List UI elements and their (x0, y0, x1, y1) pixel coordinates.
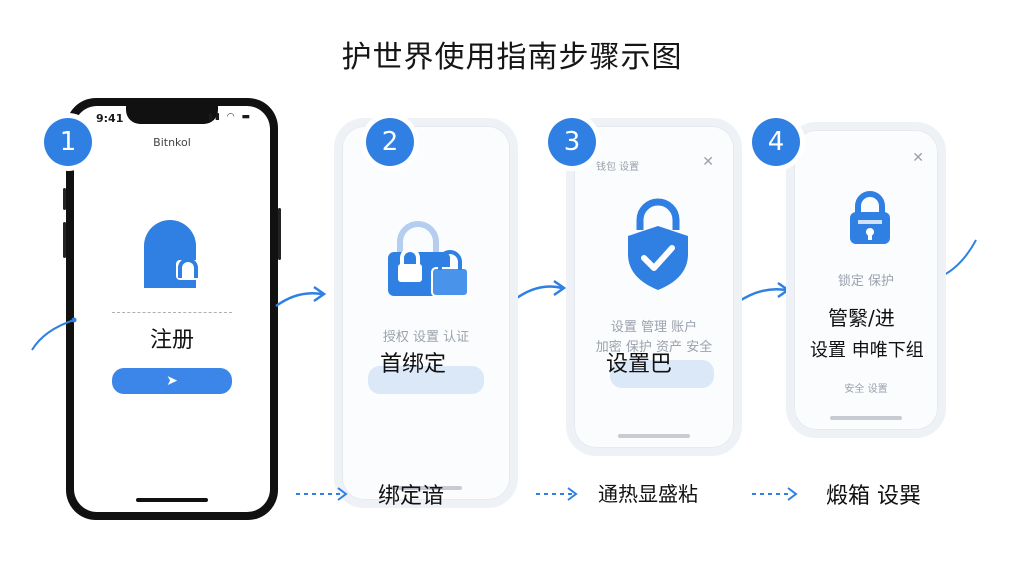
step-4-badge: 4 (752, 118, 800, 166)
curve-arrow-decoration (31, 317, 77, 351)
step-2-faded-text: 授权 设置 认证 (382, 330, 470, 345)
step-3-caption: 通热显盛粘 (598, 482, 698, 506)
phone-step-2: 授权 设置 认证 (334, 118, 518, 508)
step-1-label: 注册 (149, 328, 194, 353)
screen-title: Bitnkol (153, 136, 191, 149)
phone-screen: 钱包 设置 ✕ 设置 管理 账户 加密 保护 资产 安全 (574, 126, 734, 448)
step-4-footer-text: 安全 设置 (844, 384, 888, 395)
power-button (278, 208, 281, 260)
volume-button (63, 188, 66, 210)
page-title: 护世界使用指南步骤示图 (341, 40, 683, 75)
dashed-arrow (752, 487, 798, 501)
home-indicator (136, 498, 208, 502)
status-time: 9:41 (96, 112, 124, 125)
register-button[interactable]: ➤ (112, 368, 232, 394)
bind-button[interactable] (368, 366, 484, 394)
dashed-arrow (536, 487, 578, 501)
curve-arrow-decoration (941, 239, 977, 277)
step-3-label: 设置巴 (606, 352, 673, 377)
screen-title: 钱包 设置 (596, 162, 640, 173)
phone-screen: 授权 设置 认证 (342, 126, 510, 500)
phone-step-3: 钱包 设置 ✕ 设置 管理 账户 加密 保护 资产 安全 (566, 118, 742, 456)
step-2-caption: 绑定谙 (378, 484, 445, 509)
step-3-faded-text-1: 设置 管理 账户 (610, 320, 698, 335)
lock-person-icon (144, 220, 200, 288)
status-icons: ▮▮ ◠ ▬ (208, 112, 252, 122)
volume-button (63, 222, 66, 258)
step-3-faded-text-2: 加密 保护 资产 安全 (595, 340, 713, 355)
divider (112, 312, 232, 313)
shield-check-icon (628, 198, 688, 290)
step-1-badge: 1 (44, 118, 92, 166)
phone-notch (126, 106, 218, 124)
step-3-badge: 3 (548, 118, 596, 166)
arrow-step-1-to-2 (275, 285, 327, 308)
setup-button[interactable] (610, 360, 714, 388)
step-4-label-1: 管繄/进 (828, 306, 895, 330)
phone-step-4: ✕ 锁定 保护 安全 设置 (786, 122, 946, 438)
step-2-badge: 2 (366, 118, 414, 166)
arrow-step-2-to-3 (513, 279, 567, 302)
dashed-arrow (296, 487, 348, 501)
send-icon: ➤ (166, 373, 178, 389)
step-4-label-2: 设置 申唯下组 (810, 340, 924, 361)
double-lock-icon (388, 221, 469, 297)
home-indicator (390, 486, 462, 490)
close-icon[interactable]: ✕ (912, 150, 924, 166)
phone-step-1: 9:41 ▮▮ ◠ ▬ Bitnkol 注册 ➤ (63, 98, 281, 520)
close-icon[interactable]: ✕ (702, 154, 714, 170)
home-indicator (830, 416, 902, 420)
phone-screen: 9:41 ▮▮ ◠ ▬ Bitnkol 注册 ➤ (74, 106, 270, 512)
home-indicator (618, 434, 690, 438)
padlock-icon (850, 191, 890, 244)
step-4-caption: 煅箱 设巽 (826, 484, 921, 509)
arrow-step-3-to-4 (737, 281, 791, 304)
step-2-label: 首绑定 (380, 352, 447, 377)
phone-screen: ✕ 锁定 保护 安全 设置 (794, 130, 938, 430)
step-4-faded-text: 锁定 保护 (837, 274, 895, 289)
